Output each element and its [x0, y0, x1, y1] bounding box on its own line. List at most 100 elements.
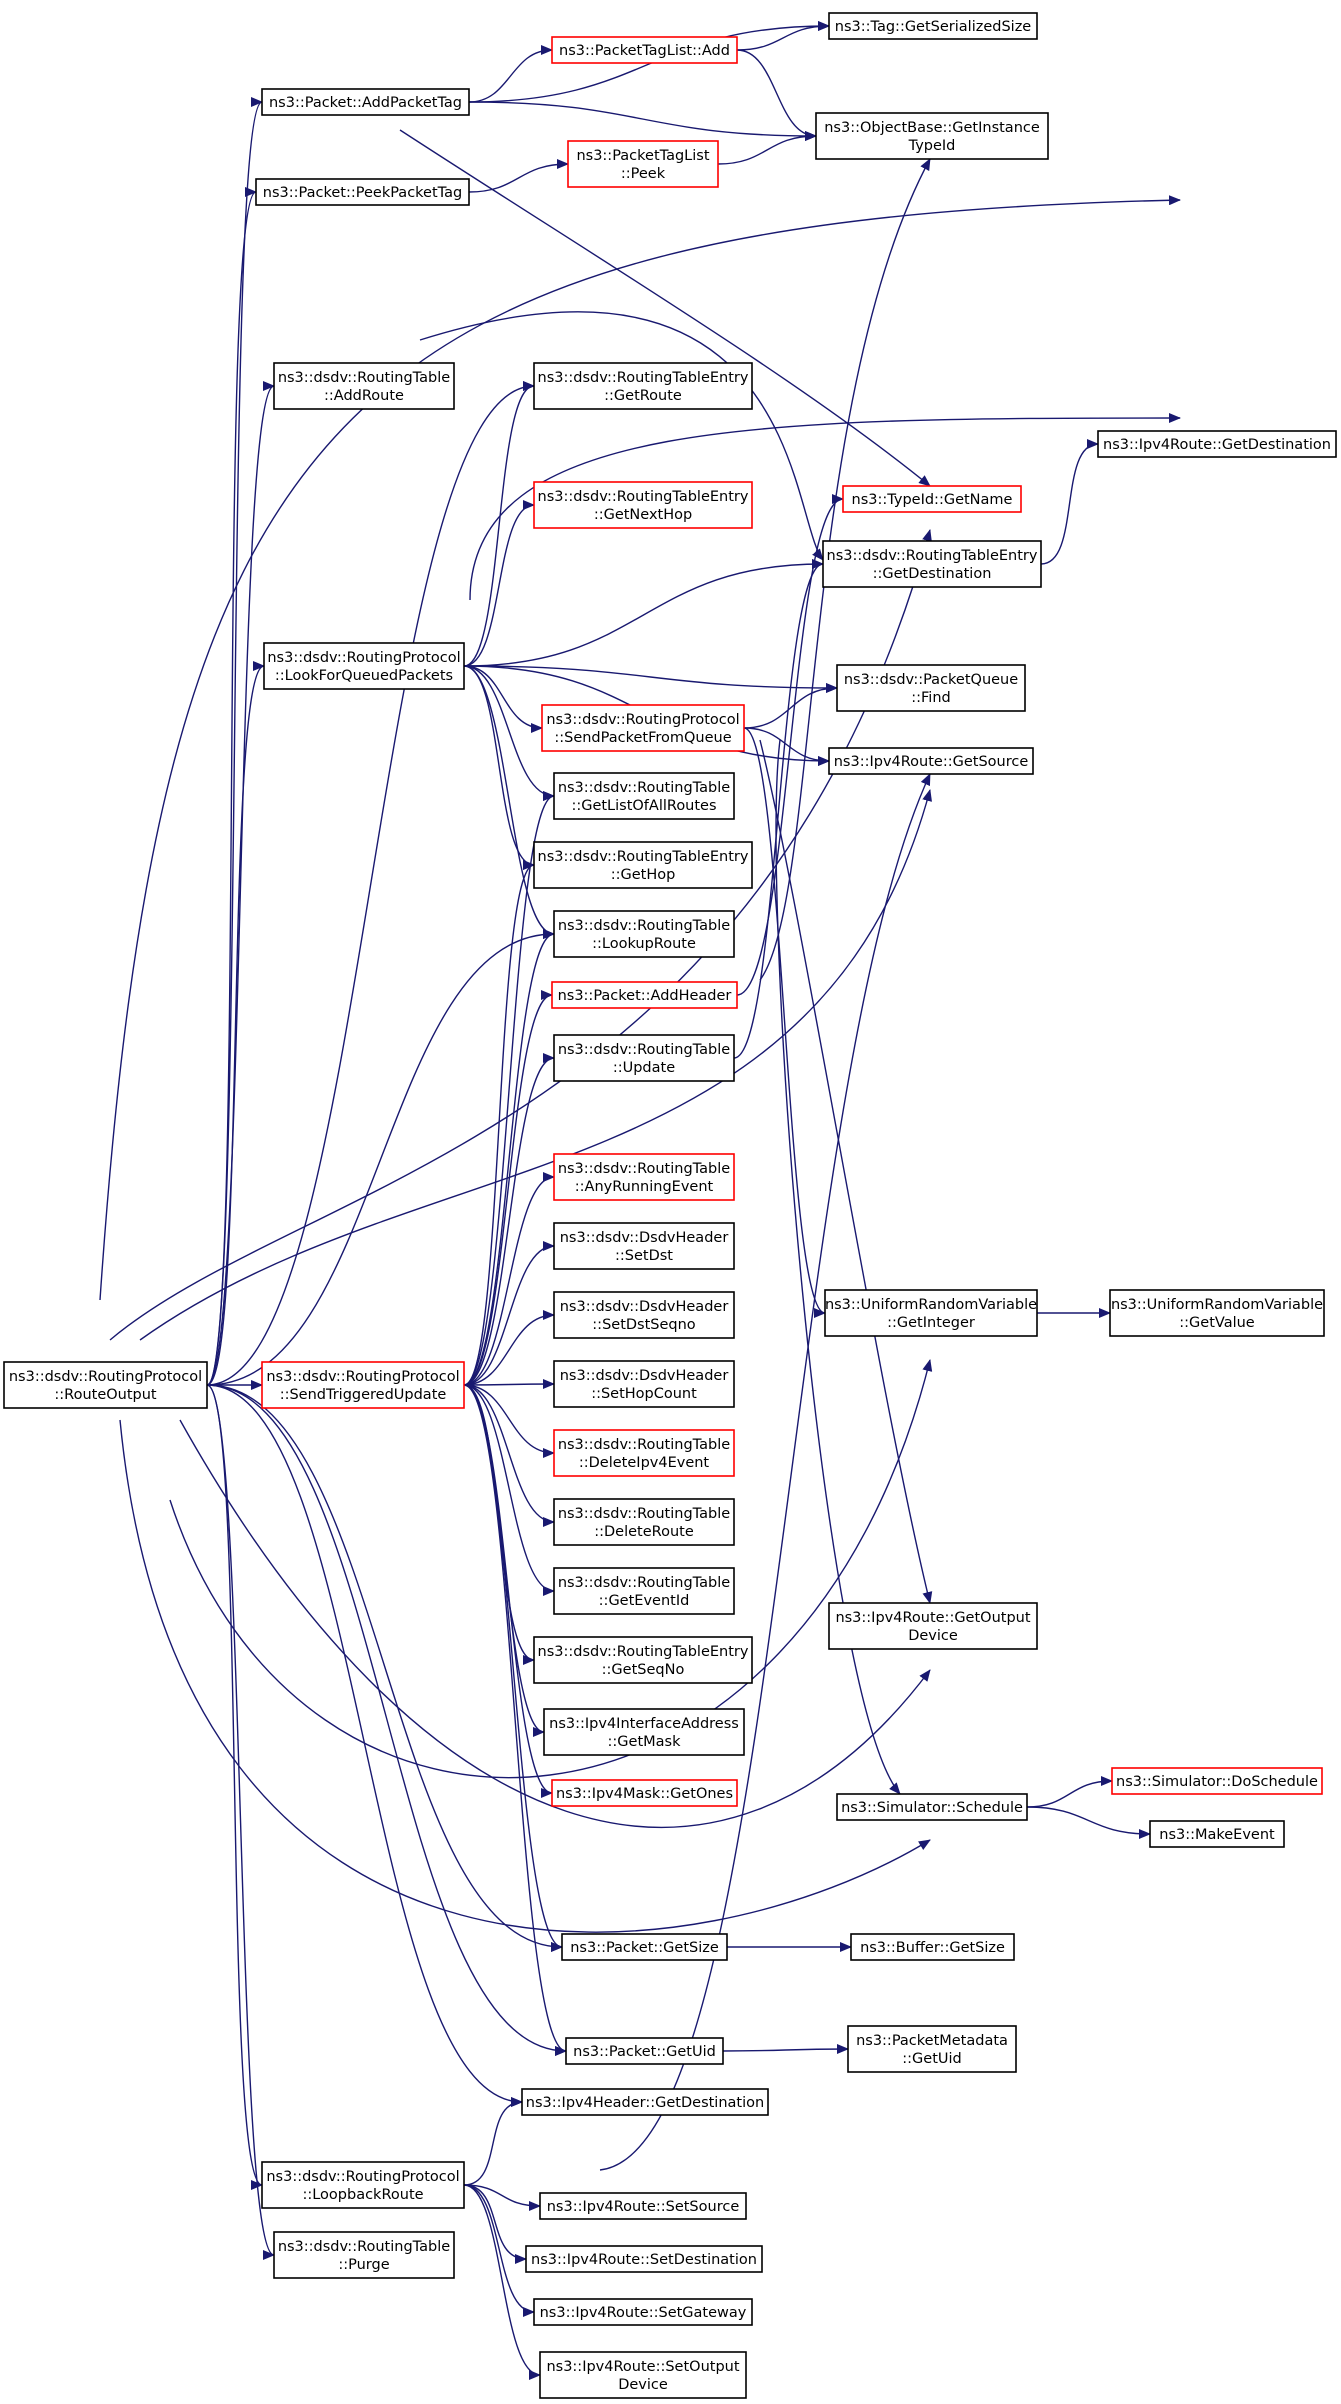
node-sim-schedule[interactable]: ns3::Simulator::Schedule [836, 1793, 1028, 1821]
node-label: ns3::dsdv::RoutingTable [558, 918, 730, 934]
node-buf-getsize[interactable]: ns3::Buffer::GetSize [850, 1933, 1015, 1961]
node-rt-addroute[interactable]: ns3::dsdv::RoutingTable::AddRoute [273, 362, 455, 410]
node-peekpackettag[interactable]: ns3::Packet::PeekPacketTag [255, 178, 470, 206]
node-label: ::GetListOfAllRoutes [571, 798, 716, 814]
node-label: ns3::dsdv::RoutingTable [558, 1575, 730, 1591]
node-pkttaglist-add[interactable]: ns3::PacketTagList::Add [551, 36, 738, 64]
node-ipv4mask-getones[interactable]: ns3::Ipv4Mask::GetOnes [551, 1779, 738, 1807]
node-addpackettag[interactable]: ns3::Packet::AddPacketTag [261, 88, 470, 116]
edge-loopbackroute-to-ipv4route_setsrc [463, 2184, 541, 2211]
node-label: ::GetHop [611, 867, 676, 883]
edge-addpackettag-to-objbase_typeid [468, 101, 817, 141]
edge-lookforqueued-to-sendpktfromqueue [463, 665, 543, 733]
node-pq-find[interactable]: ns3::dsdv::PacketQueue::Find [836, 664, 1026, 712]
edge-sendtriggered-to-dh_sethopcount [463, 1379, 555, 1390]
node-box [541, 704, 745, 752]
edge-routeoutput-to-urv_getinteger [169, 1359, 933, 1779]
node-box [847, 2025, 1017, 2073]
node-label: ::GetSeqNo [602, 1662, 685, 1678]
edge-routeoutput-to-rte_getroute [206, 381, 535, 1386]
node-label: ns3::Packet::GetSize [570, 1940, 719, 1956]
node-dh-setdst[interactable]: ns3::dsdv::DsdvHeader::SetDst [553, 1222, 735, 1270]
node-box [828, 12, 1038, 40]
node-label: ns3::dsdv::RoutingProtocol [267, 650, 460, 666]
node-rte-gethop[interactable]: ns3::dsdv::RoutingTableEntry::GetHop [533, 841, 753, 889]
node-ipv4hdr-getdest[interactable]: ns3::Ipv4Header::GetDestination [521, 2088, 769, 2116]
node-rt-geteventid[interactable]: ns3::dsdv::RoutingTable::GetEventId [553, 1567, 735, 1615]
node-label: TypeId [908, 138, 956, 154]
node-pktmeta-getuid[interactable]: ns3::PacketMetadata::GetUid [847, 2025, 1017, 2073]
node-ipv4ifaddr-getmask[interactable]: ns3::Ipv4InterfaceAddress::GetMask [543, 1708, 745, 1756]
node-typeid-getname[interactable]: ns3::TypeId::GetName [842, 485, 1022, 513]
edge-sendtriggered-to-dh_setdst [463, 1241, 555, 1386]
node-rt-anyrunning[interactable]: ns3::dsdv::RoutingTable::AnyRunningEvent [553, 1153, 735, 1201]
node-dh-setdstseqno[interactable]: ns3::dsdv::DsdvHeader::SetDstSeqno [553, 1291, 735, 1339]
node-box [553, 1222, 735, 1270]
node-box [850, 1933, 1015, 1961]
node-tagsize[interactable]: ns3::Tag::GetSerializedSize [828, 12, 1038, 40]
node-box [828, 747, 1034, 775]
node-pkttaglist-peek[interactable]: ns3::PacketTagList::Peek [567, 140, 719, 188]
node-label: ns3::dsdv::RoutingTable [558, 780, 730, 796]
node-label: ns3::Packet::AddHeader [558, 988, 732, 1004]
edge-layer [99, 21, 1181, 2380]
node-sendtriggered[interactable]: ns3::dsdv::RoutingProtocol::SendTriggere… [261, 1361, 465, 1409]
node-lookforqueued[interactable]: ns3::dsdv::RoutingProtocol::LookForQueue… [263, 642, 465, 690]
node-dh-sethopcount[interactable]: ns3::dsdv::DsdvHeader::SetHopCount [553, 1360, 735, 1408]
node-pkt-getsize[interactable]: ns3::Packet::GetSize [561, 1933, 728, 1961]
node-box [553, 1498, 735, 1546]
edge-lookforqueued-to-pq_find [463, 665, 838, 693]
node-pkt-getuid[interactable]: ns3::Packet::GetUid [565, 2037, 724, 2065]
node-sim-doschedule[interactable]: ns3::Simulator::DoSchedule [1111, 1767, 1323, 1795]
edge-routeoutput-to-lookforqueued [206, 661, 265, 1386]
node-rt-deleteipv4ev[interactable]: ns3::dsdv::RoutingTable::DeleteIpv4Event [553, 1429, 735, 1477]
node-label: ns3::Ipv4Header::GetDestination [526, 2095, 764, 2111]
node-ipv4route-setdest[interactable]: ns3::Ipv4Route::SetDestination [525, 2245, 763, 2273]
node-rte-getnexthop[interactable]: ns3::dsdv::RoutingTableEntry::GetNextHop [533, 481, 753, 529]
edge-pkt_getuid-to-pktmeta_getuid [722, 2044, 849, 2055]
node-box [1111, 1767, 1323, 1795]
node-ipv4route-getsrc[interactable]: ns3::Ipv4Route::GetSource [828, 747, 1034, 775]
node-rte-getroute[interactable]: ns3::dsdv::RoutingTableEntry::GetRoute [533, 362, 753, 410]
node-rte-getseqno[interactable]: ns3::dsdv::RoutingTableEntry::GetSeqNo [533, 1636, 753, 1684]
node-label: ::AddRoute [324, 388, 404, 404]
edge-sendpktfromqueue-to-urv_getinteger [743, 727, 826, 1318]
node-label: ns3::dsdv::RoutingTable [558, 1506, 730, 1522]
node-label: ns3::Ipv4Route::SetSource [547, 2199, 740, 2215]
node-box [824, 1289, 1038, 1337]
node-pkt-addheader[interactable]: ns3::Packet::AddHeader [551, 981, 738, 1009]
node-routeoutput[interactable]: ns3::dsdv::RoutingProtocol::RouteOutput [3, 1361, 208, 1409]
node-label: ns3::dsdv::RoutingTableEntry [538, 489, 749, 505]
node-rt-getlistall[interactable]: ns3::dsdv::RoutingTable::GetListOfAllRou… [553, 772, 735, 820]
node-loopbackroute[interactable]: ns3::dsdv::RoutingProtocol::LoopbackRout… [261, 2161, 465, 2209]
node-label: Device [618, 2377, 668, 2393]
node-label: ns3::dsdv::DsdvHeader [560, 1368, 729, 1384]
node-label: ns3::dsdv::RoutingTable [558, 1161, 730, 1177]
node-rt-purge[interactable]: ns3::dsdv::RoutingTable::Purge [273, 2231, 455, 2279]
node-ipv4route-setsrc[interactable]: ns3::Ipv4Route::SetSource [539, 2192, 747, 2220]
edge-routeoutput-to-rt_purge [206, 1384, 275, 2260]
edge-sendtriggered-to-pkt_getsize [463, 1384, 563, 1952]
node-label: ns3::dsdv::RoutingTableEntry [538, 370, 749, 386]
node-rt-deleteroute[interactable]: ns3::dsdv::RoutingTable::DeleteRoute [553, 1498, 735, 1546]
node-urv-getinteger[interactable]: ns3::UniformRandomVariable::GetInteger [824, 1289, 1038, 1337]
node-label: ::GetMask [608, 1734, 682, 1750]
node-label: ns3::Buffer::GetSize [860, 1940, 1005, 1956]
edge-sendtriggered-to-rt_deleteroute [463, 1384, 555, 1527]
node-urv-getvalue[interactable]: ns3::UniformRandomVariable::GetValue [1109, 1289, 1325, 1337]
node-ipv4route-getdest[interactable]: ns3::Ipv4Route::GetDestination [1097, 430, 1337, 458]
edge-pkttaglist_add-to-objbase_typeid [736, 49, 817, 141]
node-label: ns3::PacketTagList::Add [559, 43, 730, 59]
edge-sendtriggered-to-pkt_addheader [463, 990, 553, 1386]
node-makeevent[interactable]: ns3::MakeEvent [1149, 1820, 1285, 1848]
node-ipv4route-setgw[interactable]: ns3::Ipv4Route::SetGateway [533, 2298, 753, 2326]
node-rt-lookuproute[interactable]: ns3::dsdv::RoutingTable::LookupRoute [553, 910, 735, 958]
node-label: ns3::dsdv::RoutingTable [558, 1437, 730, 1453]
node-rte-getdest[interactable]: ns3::dsdv::RoutingTableEntry::GetDestina… [822, 540, 1042, 588]
node-sendpktfromqueue[interactable]: ns3::dsdv::RoutingProtocol::SendPacketFr… [541, 704, 745, 752]
edge-rt_update-to-rte_getdest [733, 559, 824, 1059]
node-rt-update[interactable]: ns3::dsdv::RoutingTable::Update [553, 1034, 735, 1082]
